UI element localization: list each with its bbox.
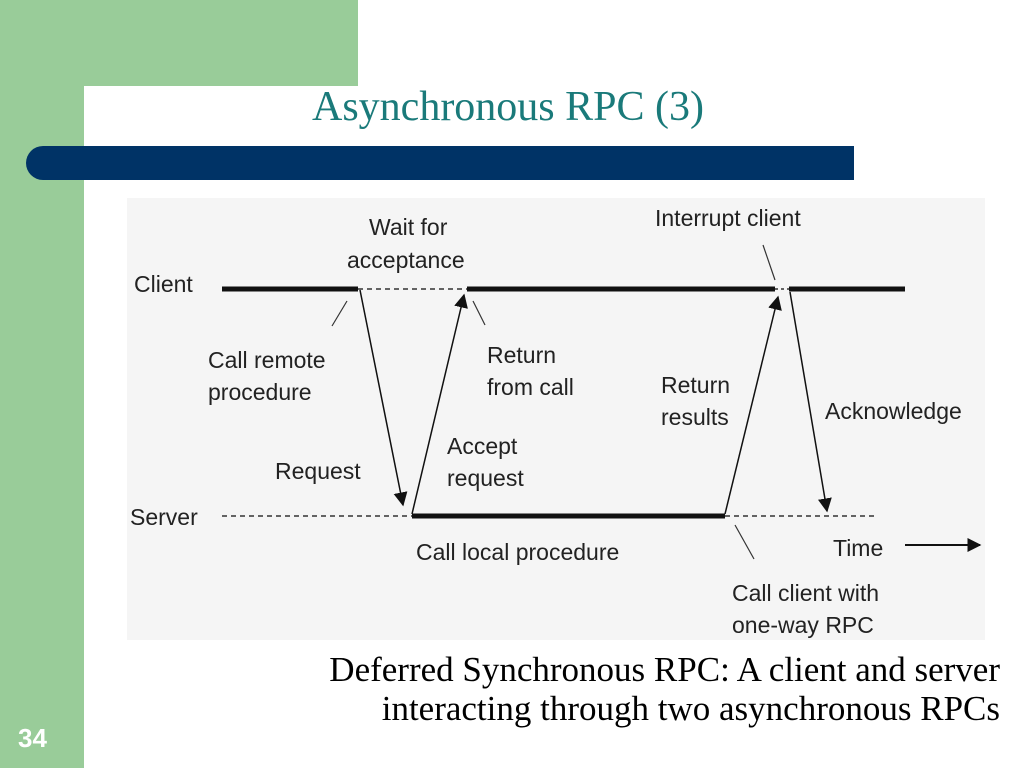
accept-arrow [411, 293, 468, 515]
corner-decoration [84, 86, 144, 146]
rpc-sequence-diagram: Client Server Wait for acceptance Interr… [127, 198, 985, 640]
figure-caption: Deferred Synchronous RPC: A client and s… [100, 650, 1000, 728]
acknowledge-arrow [789, 291, 832, 513]
return-results-label-line1: Return [661, 372, 730, 398]
slide-title: Asynchronous RPC (3) [312, 84, 705, 130]
header-decoration [84, 0, 358, 86]
call-remote-label-line1: Call remote [208, 347, 326, 373]
accept-label-line1: Accept [447, 433, 518, 459]
server-lane-label: Server [130, 504, 198, 530]
wait-label-line1: Wait for [369, 214, 448, 240]
call-remote-label-line2: procedure [208, 379, 312, 405]
interrupt-label: Interrupt client [655, 205, 801, 231]
request-arrow [359, 289, 408, 507]
time-label: Time [833, 535, 883, 561]
return-call-label-line2: from call [487, 374, 574, 400]
title-underline-bar [26, 146, 854, 180]
leader-return-call [472, 300, 486, 326]
return-results-arrow [724, 295, 782, 515]
return-call-label-line1: Return [487, 342, 556, 368]
leader-interrupt [762, 244, 776, 281]
sidebar-decoration [0, 0, 84, 768]
caption-line-2: interacting through two asynchronous RPC… [381, 689, 1000, 729]
call-local-label: Call local procedure [416, 539, 619, 565]
call-client-label-line2: one-way RPC [732, 612, 874, 638]
accept-label-line2: request [447, 465, 524, 491]
acknowledge-label: Acknowledge [825, 398, 962, 424]
return-results-label-line2: results [661, 404, 729, 430]
caption-line-1: Deferred Synchronous RPC: A client and s… [329, 650, 1000, 689]
leader-call-remote [331, 300, 348, 327]
call-client-label-line1: Call client with [732, 580, 879, 606]
request-label: Request [275, 458, 361, 484]
wait-label-line2: acceptance [347, 247, 465, 273]
leader-call-client [734, 524, 755, 560]
page-number: 34 [18, 723, 47, 753]
client-lane-label: Client [134, 271, 193, 297]
